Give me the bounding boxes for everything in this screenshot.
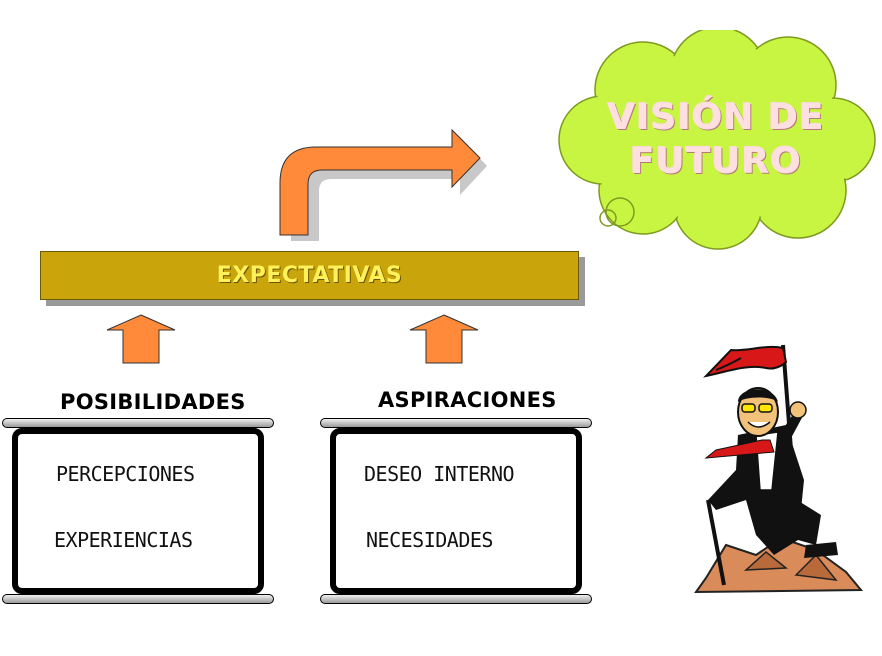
list-item: DESEO INTERNO — [364, 462, 515, 486]
scroll-rod-bottom — [2, 594, 274, 604]
scroll-rod-bottom — [320, 594, 592, 604]
up-arrow-icon — [409, 314, 479, 364]
list-item: NECESIDADES — [366, 528, 493, 552]
climber-figure-icon — [694, 344, 864, 594]
aspirations-heading: ASPIRACIONES — [378, 388, 557, 412]
list-item: EXPERIENCIAS — [54, 528, 193, 552]
scroll-panel — [330, 428, 582, 594]
scroll-rod-top — [2, 418, 274, 428]
expectations-label: EXPECTATIVAS — [216, 263, 403, 288]
vision-line-1: VISIÓN DE — [607, 97, 825, 138]
vision-line-2: FUTURO — [630, 141, 802, 182]
aspirations-scroll: DESEO INTERNO NECESIDADES — [320, 418, 592, 604]
scroll-panel — [12, 428, 264, 594]
thought-cloud-icon — [558, 30, 876, 250]
possibilities-heading: POSIBILIDADES — [60, 390, 246, 414]
possibilities-scroll: PERCEPCIONES EXPERIENCIAS — [2, 418, 274, 604]
up-arrow-icon — [106, 314, 176, 364]
bent-arrow-icon — [279, 128, 487, 241]
list-item: PERCEPCIONES — [56, 462, 195, 486]
vision-title: VISIÓN DE FUTURO — [588, 96, 844, 184]
scroll-rod-top — [320, 418, 592, 428]
expectations-bar: EXPECTATIVAS — [40, 251, 579, 300]
